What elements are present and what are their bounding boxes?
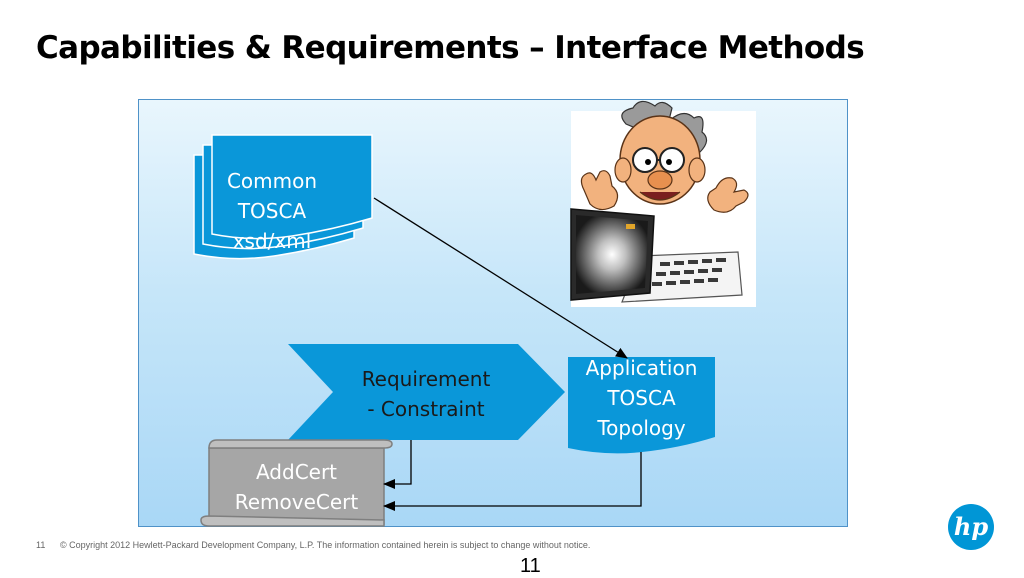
application-line: Topology — [597, 416, 686, 440]
page-title: Capabilities & Requirements – Interface … — [36, 30, 865, 66]
hp-logo-text: hp — [953, 512, 989, 541]
common-tosca-line: TOSCA — [237, 199, 307, 223]
hp-logo-icon — [948, 504, 994, 550]
footer-slide-number: 11 — [36, 540, 46, 550]
common-tosca-label: Common TOSCA xsd/xml — [212, 166, 332, 256]
application-line: TOSCA — [607, 386, 676, 410]
addcert-scroll-shape — [200, 439, 393, 527]
common-tosca-line: xsd/xml — [232, 229, 312, 253]
requirement-line: Requirement — [361, 367, 491, 391]
removecert-line: RemoveCert — [234, 490, 359, 514]
connector-requirement-to-scroll — [383, 440, 412, 489]
connector-application-to-scroll — [383, 452, 642, 511]
requirement-constraint-label: Requirement - Constraint — [343, 364, 509, 424]
application-tosca-document-shape — [568, 357, 715, 454]
common-tosca-line: Common — [226, 169, 318, 193]
requirement-line: - Constraint — [367, 397, 485, 421]
page-number: 11 — [520, 555, 541, 577]
addcert-label: AddCert RemoveCert — [209, 457, 384, 517]
requirement-arrow-shape — [288, 344, 565, 440]
footer-copyright: © Copyright 2012 Hewlett-Packard Develop… — [60, 540, 591, 550]
application-line: Application — [585, 356, 698, 380]
application-tosca-label: Application TOSCA Topology — [568, 353, 715, 443]
cartoon-scientist-laptop-icon — [570, 100, 756, 307]
connector-common-to-application — [373, 197, 628, 359]
addcert-line: AddCert — [255, 460, 338, 484]
common-tosca-document-shape — [193, 134, 373, 260]
